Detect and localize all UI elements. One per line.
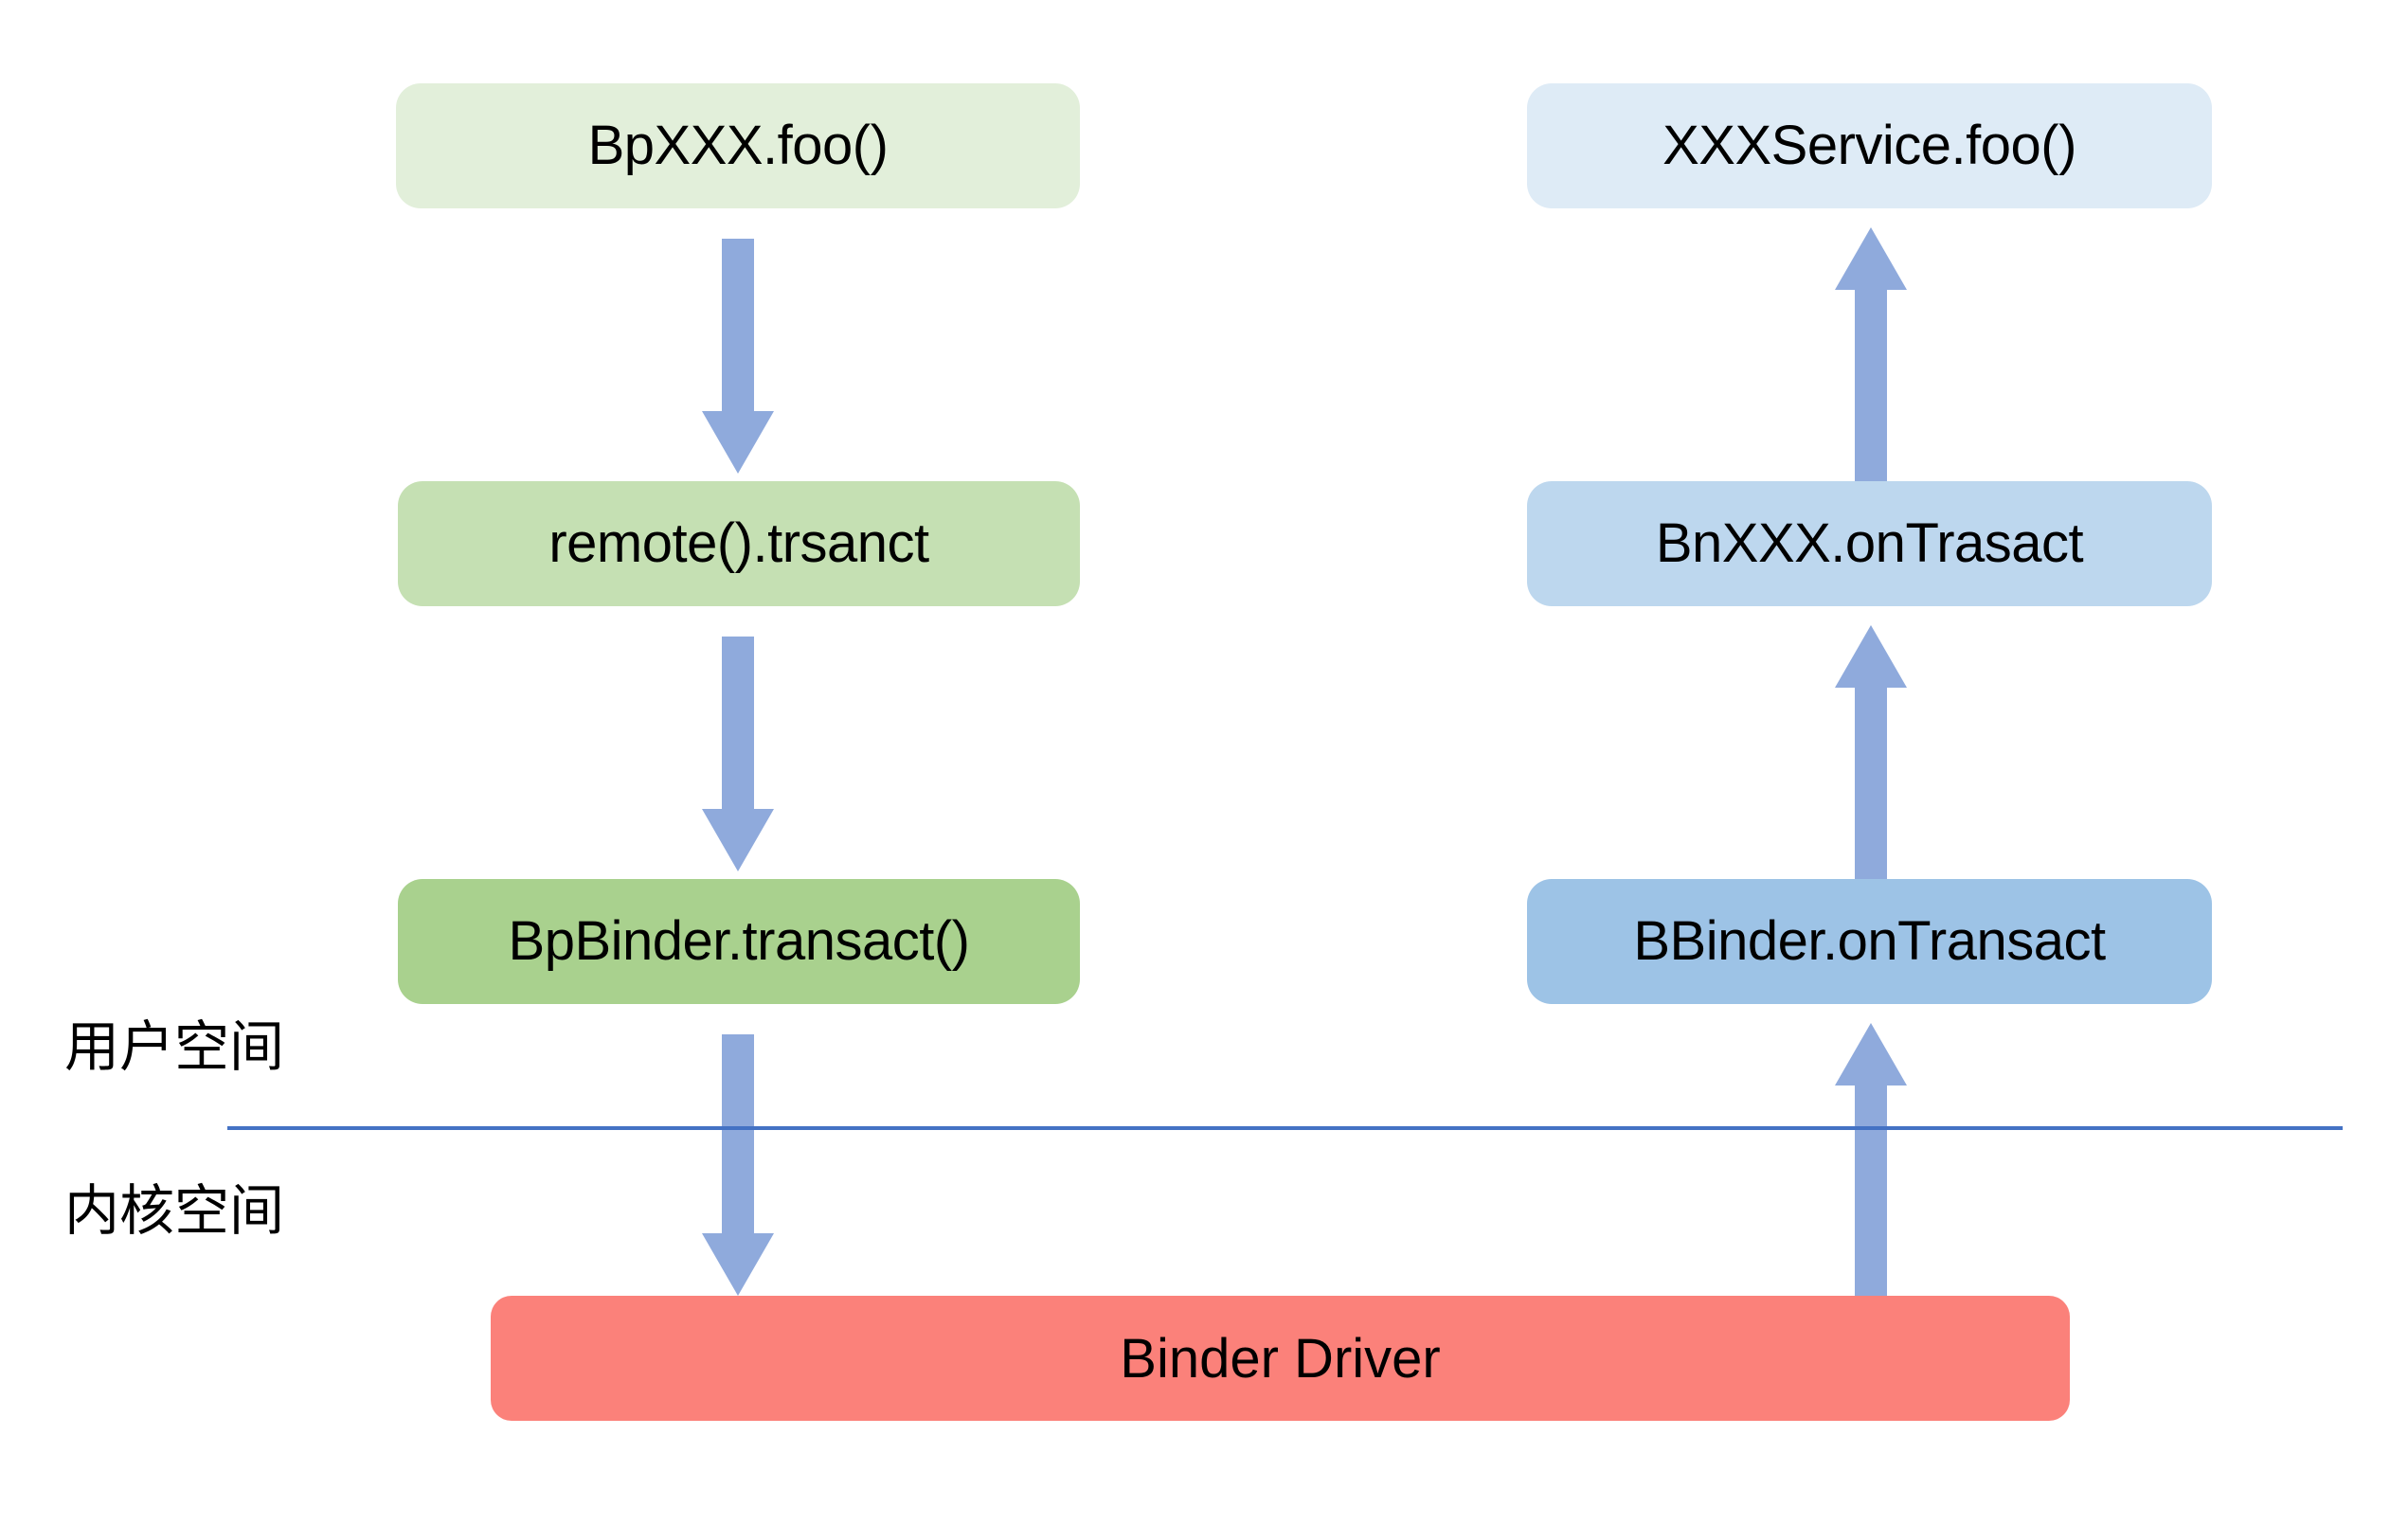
user-kernel-divider-line [227, 1126, 2343, 1130]
arrow-down-bpbinder-to-driver [702, 1034, 774, 1296]
node-bbinder-ontransact: BBinder.onTransact [1527, 879, 2212, 1004]
label-kernel-space: 内核空间 [64, 1180, 285, 1242]
arrow-down-remote-to-bpbinder [702, 637, 774, 871]
arrow-up-bnxxx-to-service [1835, 227, 1907, 481]
node-binder-driver: Binder Driver [491, 1296, 2070, 1421]
label-user-space: 用户空间 [64, 1016, 285, 1078]
node-bpbinder-transact: BpBinder.transact() [398, 879, 1080, 1004]
node-bnxxx-ontrasact: BnXXX.onTrasact [1527, 481, 2212, 606]
node-remote-trsanct: remote().trsanct [398, 481, 1080, 606]
node-xxxservice-foo: XXXService.foo() [1527, 83, 2212, 208]
arrow-down-foo-to-remote [702, 239, 774, 474]
arrow-up-driver-to-bbinder [1835, 1023, 1907, 1298]
arrow-up-bbinder-to-bnxxx [1835, 625, 1907, 879]
node-bpxxx-foo: BpXXX.foo() [396, 83, 1080, 208]
